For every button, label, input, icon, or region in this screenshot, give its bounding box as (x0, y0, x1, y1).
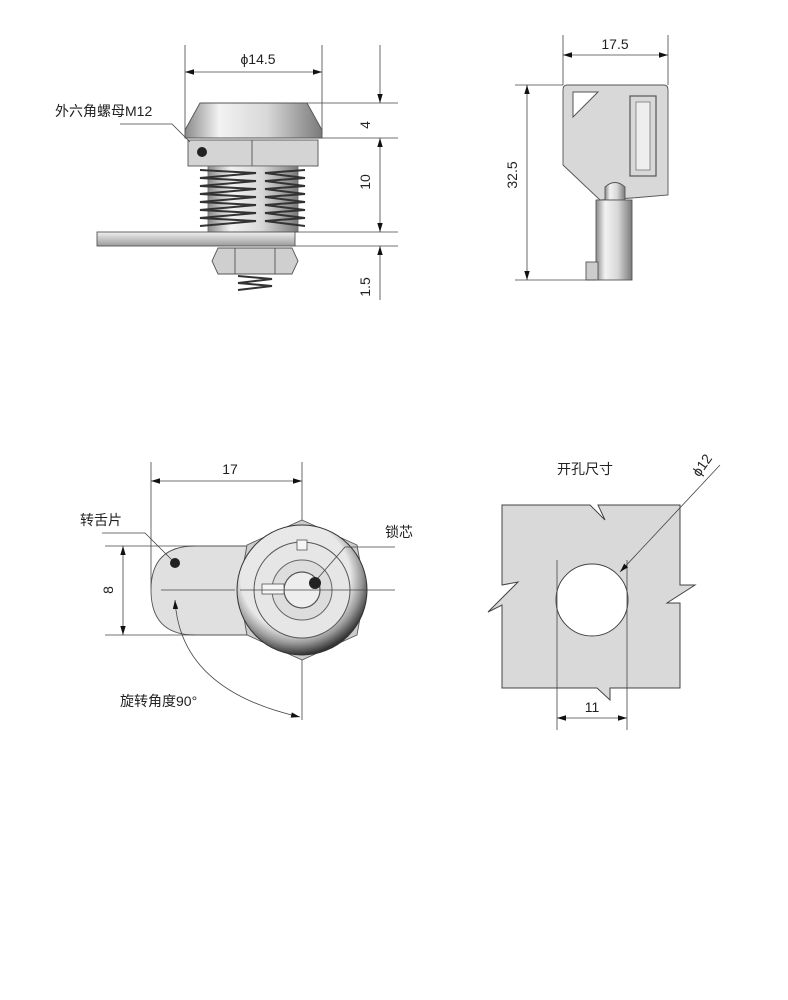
dim-cam-width-text: 8 (100, 586, 116, 594)
cutout-view: 开孔尺寸 11 ϕ12 (487, 451, 721, 730)
front-view: 17 8 转舌片 锁芯 旋转角度90° (80, 461, 413, 720)
dim-flat-text: 11 (585, 699, 600, 715)
side-view: ϕ14.5 外六角螺母M12 4 10 1.5 (55, 45, 398, 300)
dim-thread-length-text: 10 (357, 174, 373, 190)
dim-plate-thickness-text: 1.5 (357, 277, 373, 297)
rotation-arc (172, 599, 301, 718)
key-blade (595, 199, 633, 281)
bottom-thread (237, 275, 273, 291)
dim-key-length-text: 32.5 (504, 161, 520, 188)
thread-body (199, 165, 306, 233)
key-triangle-mark (572, 91, 600, 119)
label-hex-nut: 外六角螺母M12 (55, 103, 152, 119)
lock-cap (184, 102, 323, 139)
key-view: 17.5 32.5 (504, 35, 669, 281)
dim-key-width-text: 17.5 (601, 36, 628, 52)
dim-cap-height-text: 4 (357, 121, 373, 129)
label-core: 锁芯 (385, 524, 413, 540)
cam-plate-side (96, 231, 296, 247)
screw-icon (197, 147, 207, 157)
label-cutout: 开孔尺寸 (557, 461, 613, 477)
cutout-hole (555, 563, 629, 637)
label-cam: 转舌片 (80, 512, 122, 528)
label-rotation: 旋转角度90° (120, 693, 197, 709)
dim-diameter-text: ϕ14.5 (240, 51, 275, 67)
bottom-nut (211, 247, 299, 275)
hex-nut (187, 139, 319, 167)
dim-cam-length-text: 17 (222, 461, 238, 477)
dim-hole-diameter-text: ϕ12 (689, 451, 716, 480)
